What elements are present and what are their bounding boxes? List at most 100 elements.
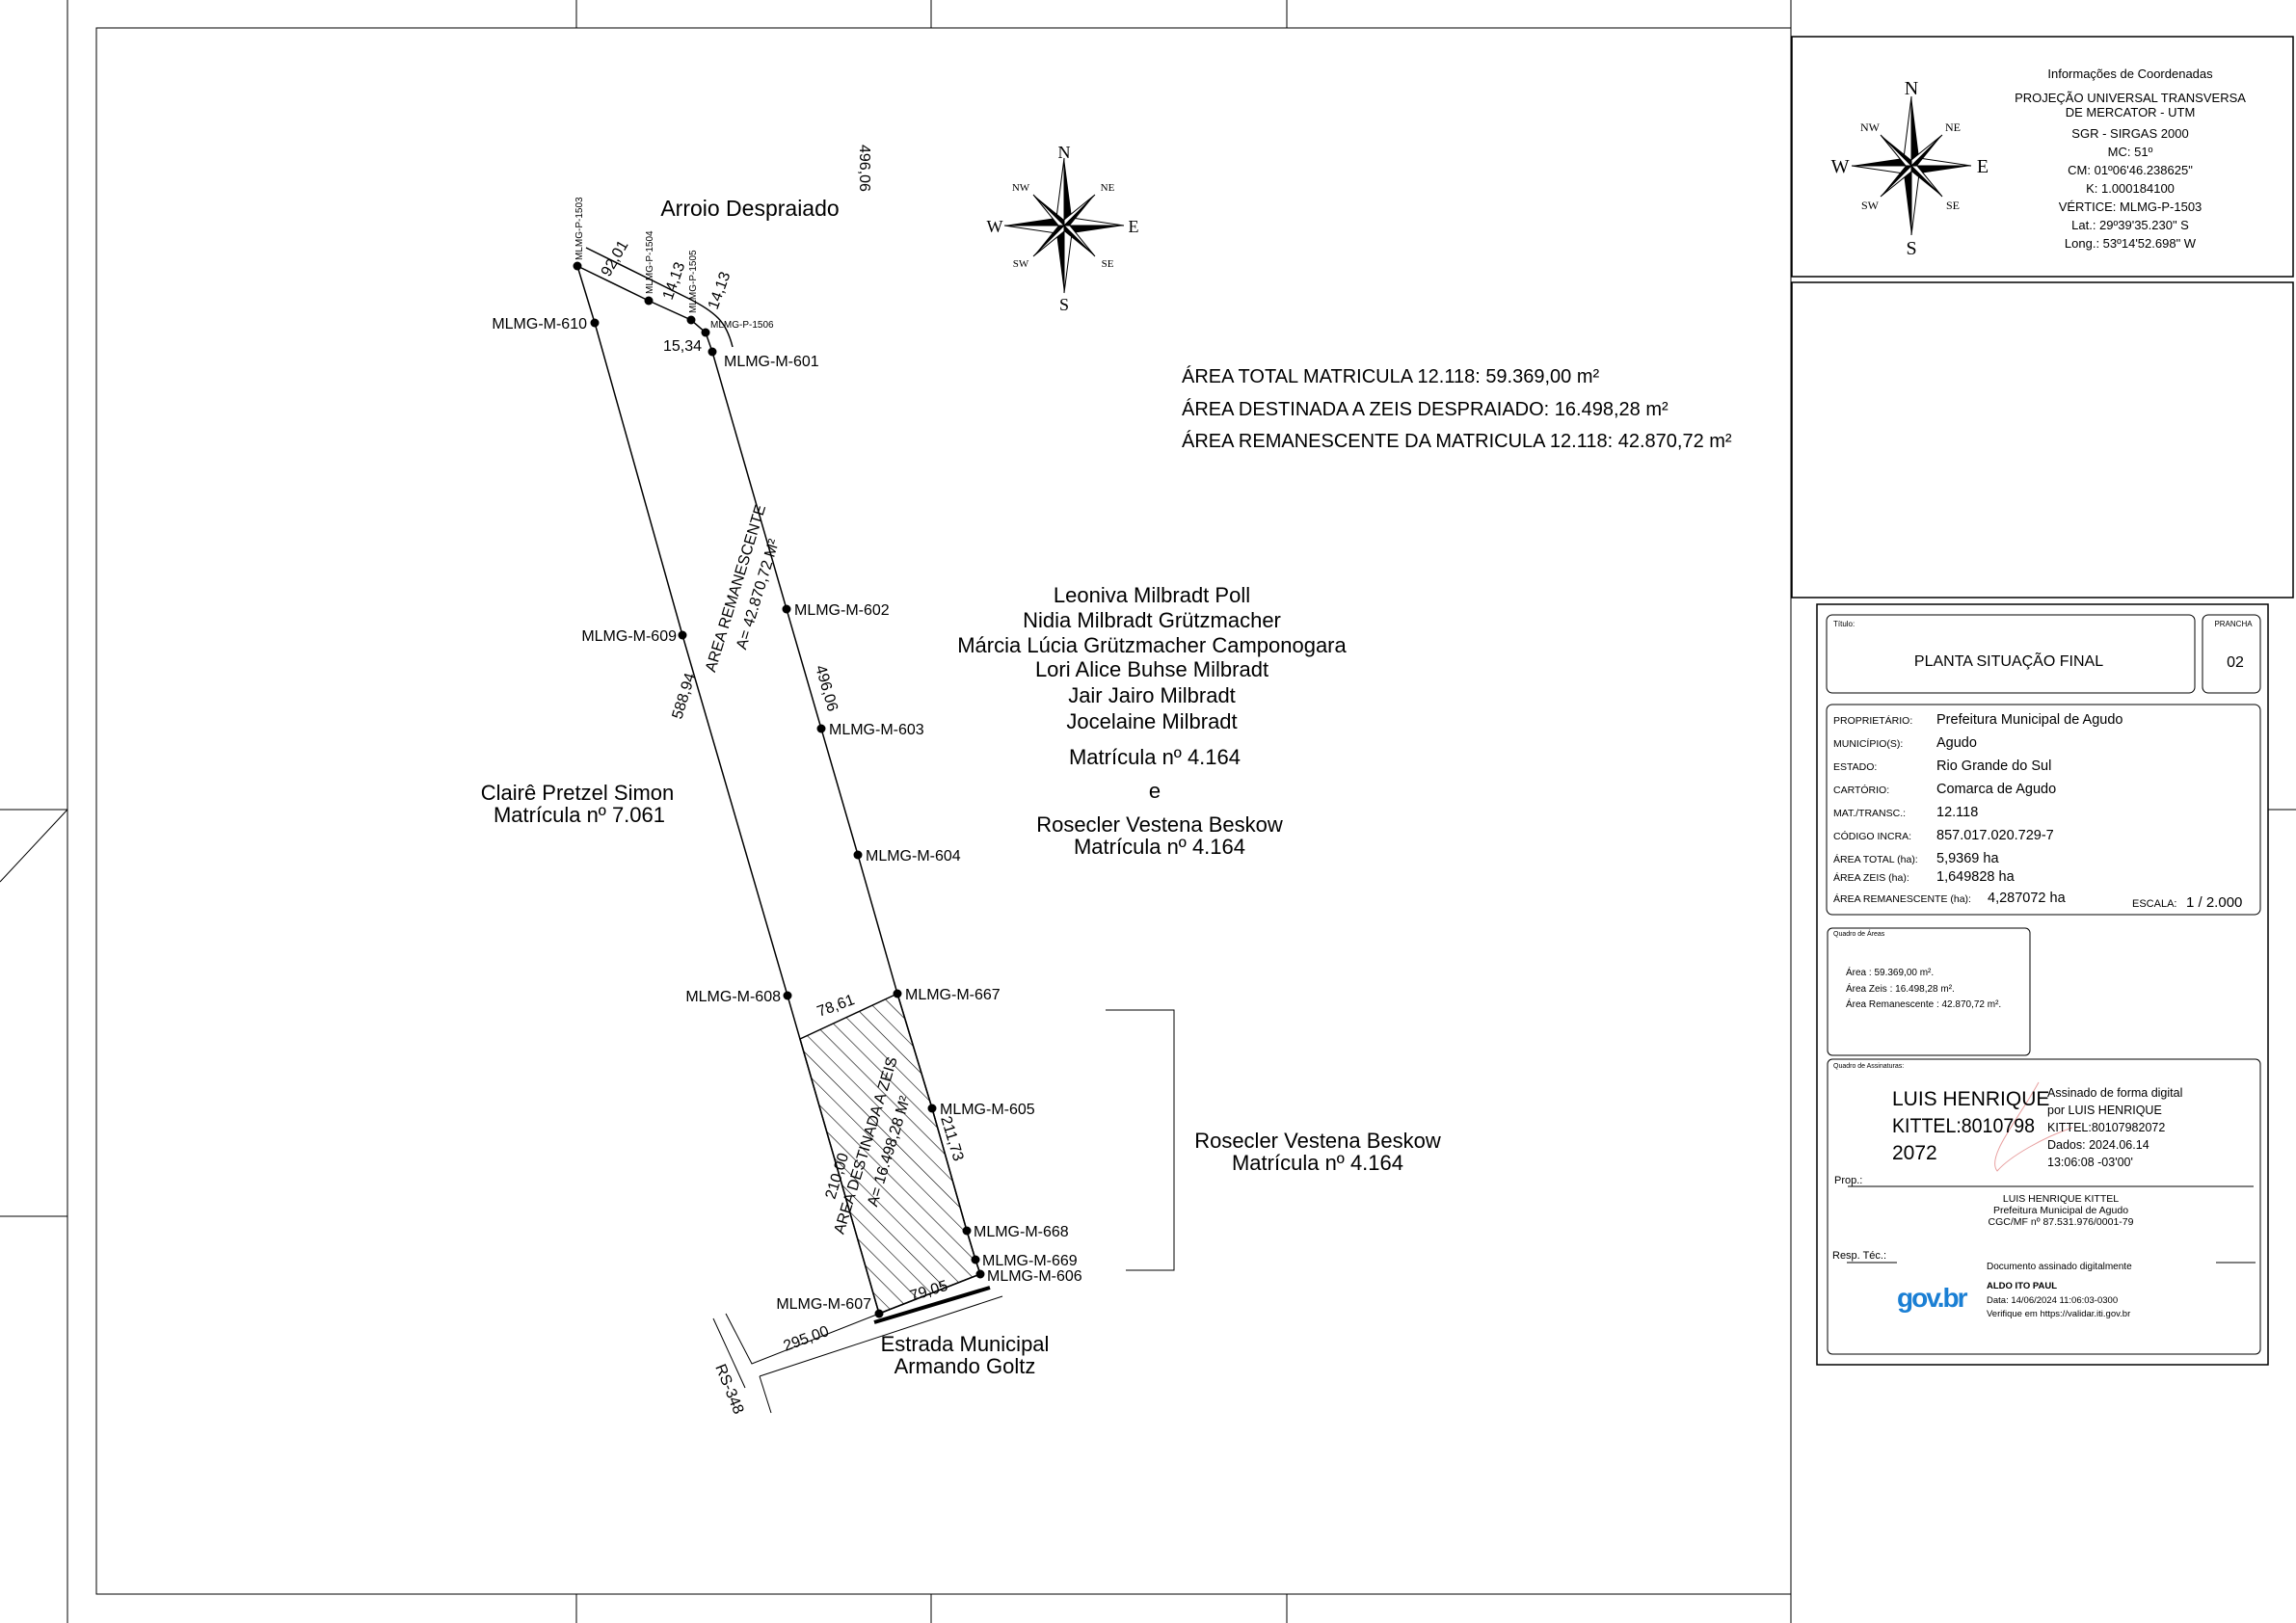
- info-value: Agudo: [1936, 735, 1977, 751]
- signature-detail-2: por LUIS HENRIQUE: [2047, 1104, 2162, 1117]
- east-neighbor-matricula: Matrícula nº 4.164: [1232, 1151, 1403, 1175]
- vertex-marker: [573, 261, 582, 271]
- vertex-points: [573, 261, 985, 1318]
- dim-15-34: 15,34: [663, 338, 702, 355]
- east-neighbor-name: Rosecler Vestena Beskow: [1194, 1129, 1441, 1153]
- coords-title: Informações de Coordenadas: [2047, 67, 2213, 81]
- coords-long: Long.: 53º14'52.698" W: [2065, 236, 2197, 251]
- vertex-marker: [816, 724, 826, 733]
- area-zeis-note: ÁREA DESTINADA A ZEIS DESPRAIADO: 16.498…: [1182, 398, 1669, 420]
- coords-vertice: VÉRTICE: MLMG-P-1503: [2059, 200, 2203, 214]
- vertex-label-m668: MLMG-M-668: [974, 1224, 1069, 1240]
- coords-k: K: 1.000184100: [2086, 181, 2175, 196]
- adobe-signature-mark-icon: [1994, 1081, 2073, 1172]
- info-value: 1,649828 ha: [1936, 869, 2016, 885]
- highway-edge-east: [759, 1375, 772, 1414]
- vertex-label-m609: MLMG-M-609: [581, 628, 677, 645]
- vertex-marker: [686, 315, 696, 325]
- stream-line: [585, 247, 734, 348]
- vertex-marker: [783, 991, 792, 1000]
- map-compass-ne: NE: [1101, 182, 1115, 194]
- owner-5: Jair Jairo Milbradt: [1068, 683, 1236, 707]
- signature-detail-3: KITTEL:80107982072: [2047, 1121, 2165, 1134]
- info-label: ÁREA ZEIS (ha):: [1833, 871, 1909, 884]
- area-remanescente-note: ÁREA REMANESCENTE DA MATRICULA 12.118: 4…: [1182, 430, 1732, 452]
- govbr-logo: gov.br: [1897, 1283, 1968, 1313]
- stream-name: Arroio Despraiado: [660, 196, 839, 221]
- compass-s: S: [1906, 238, 1916, 259]
- vertex-marker: [644, 296, 654, 306]
- info-label: MAT./TRANSC.:: [1833, 808, 1906, 819]
- info-value: 12.118: [1936, 805, 1978, 820]
- dim-496-06: 496,06: [812, 663, 841, 713]
- govbr-verify: Verifique em https://validar.iti.gov.br: [1987, 1309, 2130, 1319]
- road-name-1: Estrada Municipal: [881, 1332, 1050, 1356]
- quadro-area-zeis: Área Zeis : 16.498,28 m².: [1846, 982, 1955, 995]
- vertex-label-m608: MLMG-M-608: [685, 989, 781, 1005]
- west-neighbor-matricula: Matrícula nº 7.061: [494, 803, 665, 827]
- signature-name-line-2: KITTEL:8010798: [1892, 1115, 2035, 1137]
- road-edge-south: [759, 1295, 1003, 1377]
- info-label: ÁREA REMANESCENTE (ha):: [1833, 892, 1971, 905]
- compass-e: E: [1977, 156, 1989, 177]
- owner-6: Jocelaine Milbradt: [1066, 709, 1237, 733]
- vertex-label-m667: MLMG-M-667: [905, 987, 1001, 1003]
- coords-sgr: SGR - SIRGAS 2000: [2071, 126, 2188, 141]
- prancha-number: 02: [2227, 654, 2244, 671]
- info-label: PROPRIETÁRIO:: [1833, 714, 1912, 727]
- info-value: 857.017.020.729-7: [1936, 828, 2054, 843]
- vertex-label-m610: MLMG-M-610: [492, 316, 587, 333]
- sheet-title: PLANTA SITUAÇÃO FINAL: [1914, 651, 2103, 670]
- prop-cgc: CGC/MF nº 87.531.976/0001-79: [1989, 1216, 2134, 1228]
- signature-detail-1: Assinado de forma digital: [2047, 1086, 2182, 1100]
- vertex-label-m605: MLMG-M-605: [940, 1102, 1035, 1118]
- coords-mc: MC: 51º: [2108, 145, 2153, 159]
- compass-nw: NW: [1860, 120, 1881, 134]
- govbr-date: Data: 14/06/2024 11:06:03-0300: [1987, 1295, 2118, 1306]
- owners-and: e: [1149, 779, 1161, 803]
- vertex-label-m606: MLMG-M-606: [987, 1268, 1082, 1285]
- coordinates-panel: N S E W NW NE SW SE Informações de Coord…: [1791, 36, 2294, 278]
- vertex-label-p1503: MLMG-P-1503: [574, 197, 585, 260]
- info-label: ÁREA TOTAL (ha):: [1833, 853, 1918, 865]
- govbr-signer: ALDO ITO PAUL: [1987, 1281, 2057, 1291]
- vertex-label-p1505: MLMG-P-1505: [688, 250, 699, 313]
- map-compass-sw: SW: [1013, 258, 1029, 270]
- neighbor-bracket: [1106, 1009, 1175, 1271]
- coords-projection-1: PROJEÇÃO UNIVERSAL TRANSVERSA: [2015, 91, 2246, 105]
- coords-projection-2: DE MERCATOR - UTM: [2066, 105, 2196, 120]
- vertex-marker: [962, 1226, 972, 1236]
- vertex-marker: [707, 347, 717, 357]
- map-compass-w: W: [987, 217, 1003, 236]
- owners-extra-name: Rosecler Vestena Beskow: [1036, 812, 1283, 837]
- info-label: ESTADO:: [1833, 761, 1877, 773]
- signature-name-line-1: LUIS HENRIQUE: [1892, 1088, 2049, 1110]
- road-frontage: [873, 1286, 991, 1324]
- vertex-label-m602: MLMG-M-602: [794, 602, 890, 619]
- signature-detail-4: Dados: 2024.06.14: [2047, 1138, 2149, 1152]
- info-label: CÓDIGO INCRA:: [1833, 830, 1911, 842]
- vertex-marker: [874, 1309, 884, 1318]
- titulo-label: Título:: [1833, 620, 1855, 628]
- map-compass-nw: NW: [1012, 182, 1030, 194]
- dim-496-06-stream: 496,06: [856, 145, 872, 192]
- info-value: Rio Grande do Sul: [1936, 758, 2051, 774]
- map-compass-icon: N S E W NW NE SW SE: [987, 143, 1139, 314]
- map-compass-n: N: [1058, 143, 1071, 162]
- quadro-area-total: Área : 59.369,00 m².: [1846, 966, 1934, 978]
- owner-4: Lori Alice Buhse Milbradt: [1035, 657, 1268, 681]
- compass-n: N: [1905, 78, 1918, 99]
- vertex-label-p1506: MLMG-P-1506: [710, 320, 774, 331]
- prop-org: Prefeitura Municipal de Agudo: [1993, 1205, 2128, 1216]
- vertex-marker: [975, 1269, 985, 1279]
- dim-588-94: 588,94: [670, 671, 700, 721]
- compass-ne: NE: [1945, 120, 1961, 134]
- owner-3: Márcia Lúcia Grützmacher Camponogara: [957, 633, 1347, 657]
- coords-lat: Lat.: 29º39'35.230" S: [2071, 218, 2189, 232]
- compass-w: W: [1831, 156, 1850, 177]
- area-total-note: ÁREA TOTAL MATRICULA 12.118: 59.369,00 m…: [1182, 365, 1600, 387]
- signature-name-line-3: 2072: [1892, 1142, 1937, 1164]
- info-label: CARTÓRIO:: [1833, 784, 1889, 796]
- prop-name: LUIS HENRIQUE KITTEL: [2003, 1193, 2119, 1205]
- info-value: 4,287072 ha: [1988, 891, 2067, 906]
